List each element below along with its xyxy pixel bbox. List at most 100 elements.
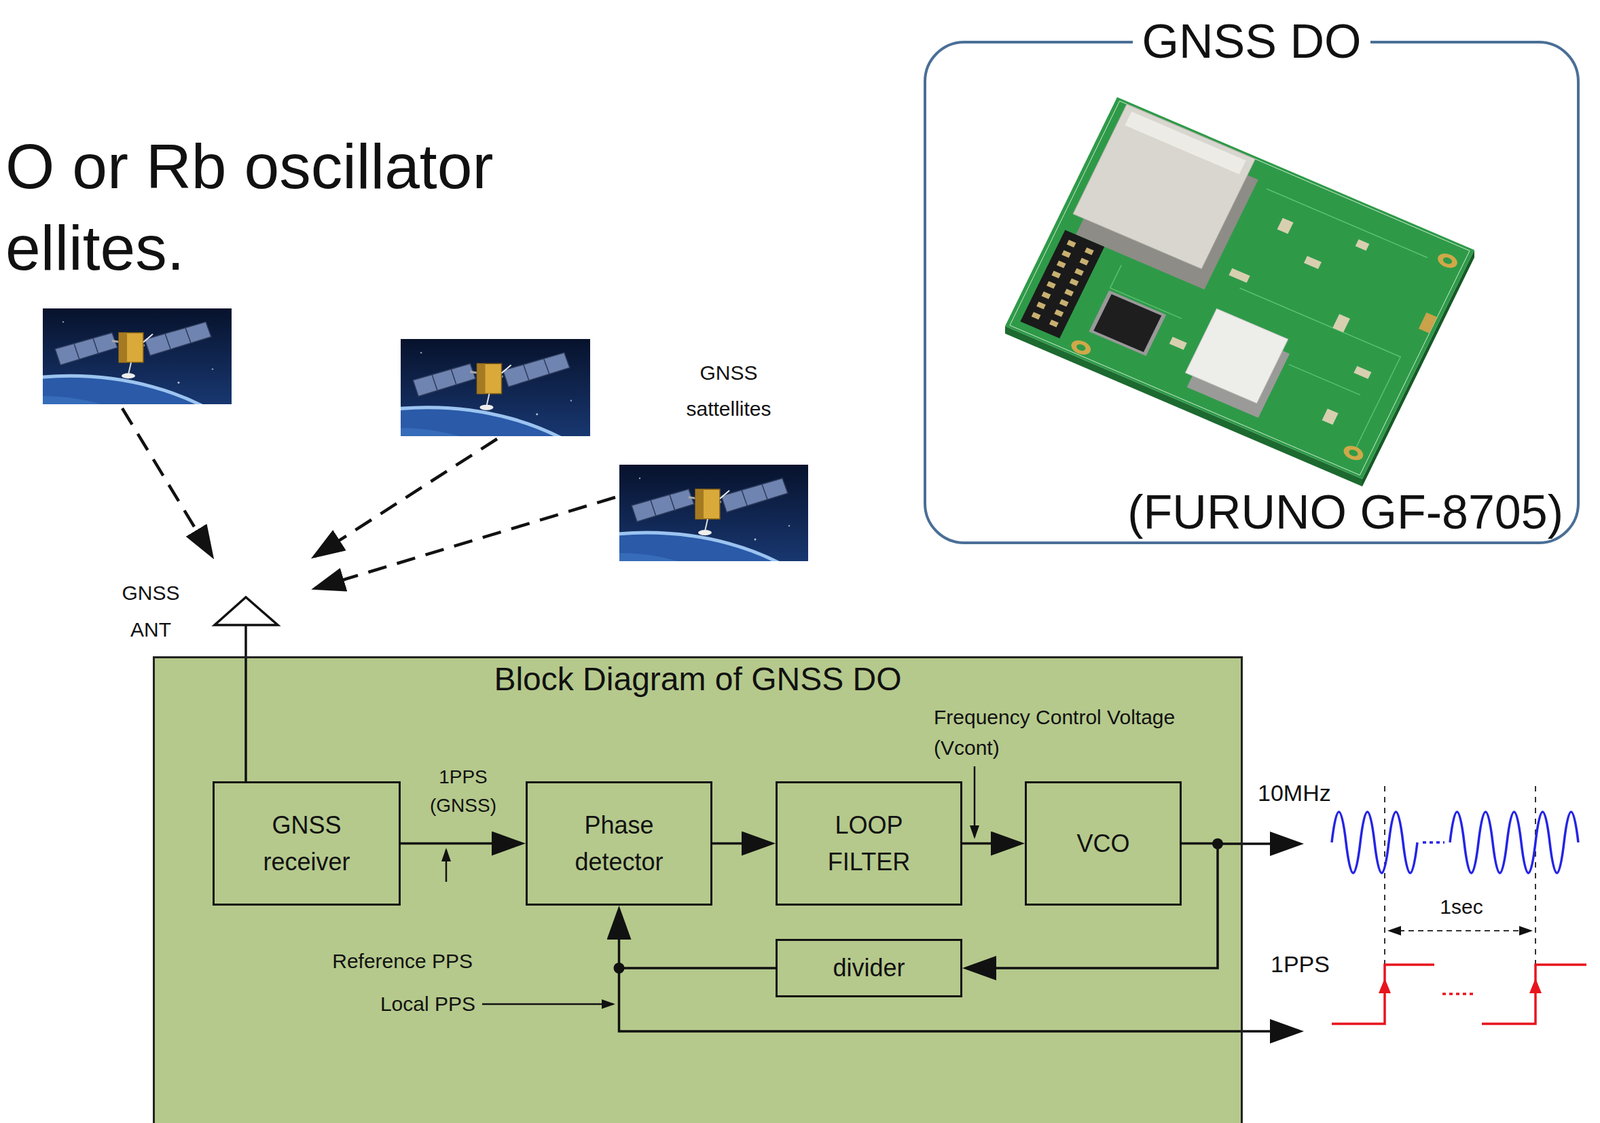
satellite-label: GNSS sattellites [685,355,771,427]
signal-label: Frequency Control Voltage (Vcont) [933,701,1206,763]
circuit-board-photo [1185,308,1288,403]
satellite-picture [0,308,295,686]
signal-arrow [712,842,772,845]
circuit-board-photo [1031,311,1042,320]
product-panel: GNSS DO(FURUNO GF-8705) [923,40,1580,544]
timing-marker [1534,785,1537,965]
circuit-board-photo [1353,366,1372,379]
circuit-board-photo [1005,97,1475,479]
circuit-board-photo [1059,298,1069,307]
antenna-symbol [244,624,248,781]
process-box: VCO [1024,780,1182,906]
label-anchor: GNSS ANT [121,574,180,648]
label-anchor: Frequency Control Voltage (Vcont) [933,701,1206,763]
circuit-board-photo [1036,301,1046,309]
circuit-board-photo [1079,257,1090,265]
circuit-board-photo [1124,111,1246,174]
output-label: 1PPS [1270,950,1330,978]
process-box: divider [775,938,963,997]
block-label: divider [832,949,905,987]
pulse-edge-arrow [1378,977,1391,993]
circuit-board-photo [1031,239,1095,328]
circuit-board-photo [1066,239,1077,248]
label-anchor: 1sec [1439,895,1483,919]
sine-waveform [1331,811,1418,873]
circuit-board-photo [1169,336,1188,350]
label-anchor: 10MHz [1257,779,1332,807]
slide-text: O or Rb oscillator [5,130,494,204]
satellite-picture [0,308,871,845]
circuit-board-photo [1068,337,1094,358]
block-label: LOOP FILTER [827,806,911,881]
leader-arrow [973,766,976,837]
circuit-board-photo [1051,270,1061,279]
circuit-board-photo [1061,249,1071,258]
pulse-waveform [1481,964,1587,1024]
sine-waveform [1331,811,1579,873]
label-anchor: ellites. [5,211,185,285]
process-box: Phase detector [525,780,713,906]
circuit-board-photo [1075,342,1088,352]
circuit-board-photo [1435,250,1461,271]
label-anchor: GNSS sattellites [685,355,771,427]
pulse-waveform [1331,964,1435,1024]
circuit-board-photo [1164,190,1423,430]
signal-label: Local PPS [380,991,476,1016]
circuit-board-photo [1049,319,1059,327]
block-label: Phase detector [574,806,663,881]
signal-label: Reference PPS [332,948,473,974]
edge-label: 1PPS (GNSS) [429,762,497,820]
circuit-board-photo [1277,217,1294,235]
panel-title: GNSS DO [1132,17,1372,66]
circuit-board-photo [1441,256,1454,265]
signal-path [315,497,616,589]
product-caption: (FURUNO GF-8705) [1127,488,1564,536]
output-wire [619,967,1301,1031]
label-anchor: Local PPS [380,991,476,1016]
circuit-board-photo [1303,256,1322,269]
block-label: VCO [1076,825,1130,862]
process-box: GNSS receiver [212,780,401,906]
pulse-edge-arrow [1529,977,1542,993]
output-label: 10MHz [1257,779,1332,807]
circuit-board-photo [1056,260,1067,268]
leader-arrow [446,766,975,1004]
circuit-board-photo [1088,289,1167,356]
output-wire [619,843,1301,1031]
circuit-board-photo [1084,247,1095,255]
pulse-waveform [1331,964,1587,1024]
label-anchor: O or Rb oscillator [5,130,494,204]
circuit-board-photo [1069,278,1080,286]
antenna-symbol [214,596,278,781]
circuit-board-photo [1064,288,1074,297]
block-label: GNSS receiver [262,806,350,881]
label-anchor: Reference PPS [332,948,473,974]
pulse-edge-arrow [1378,977,1542,993]
process-box: LOOP FILTER [775,780,963,906]
slide-text: ellites. [5,211,185,285]
circuit-board-photo [1332,313,1351,333]
output-wire [1217,842,1300,845]
pulse-waveform [1442,992,1474,995]
diagram-ground [152,656,1243,1123]
leader-arrow [482,1003,614,1006]
circuit-board-photo [1093,294,1162,352]
signal-arrow [400,842,522,845]
diagram-title: Block Diagram of GNSS DO [493,660,902,698]
signal-arrow [962,842,1021,845]
circuit-board-photo [1228,268,1250,283]
circuit-board-photo [1322,408,1339,426]
timing-marker [1389,929,1531,932]
signal-path [122,408,616,589]
circuit-board-photo [1341,442,1366,463]
label-anchor: 1PPS (GNSS) [429,762,497,820]
circuit-board-photo [1005,97,1475,487]
signal-path [122,408,212,556]
signal-arrow [619,909,777,968]
antenna-symbol [214,596,278,625]
leader-arrow [445,849,448,882]
period-label: 1sec [1439,895,1483,919]
circuit-board-photo [1355,239,1370,251]
